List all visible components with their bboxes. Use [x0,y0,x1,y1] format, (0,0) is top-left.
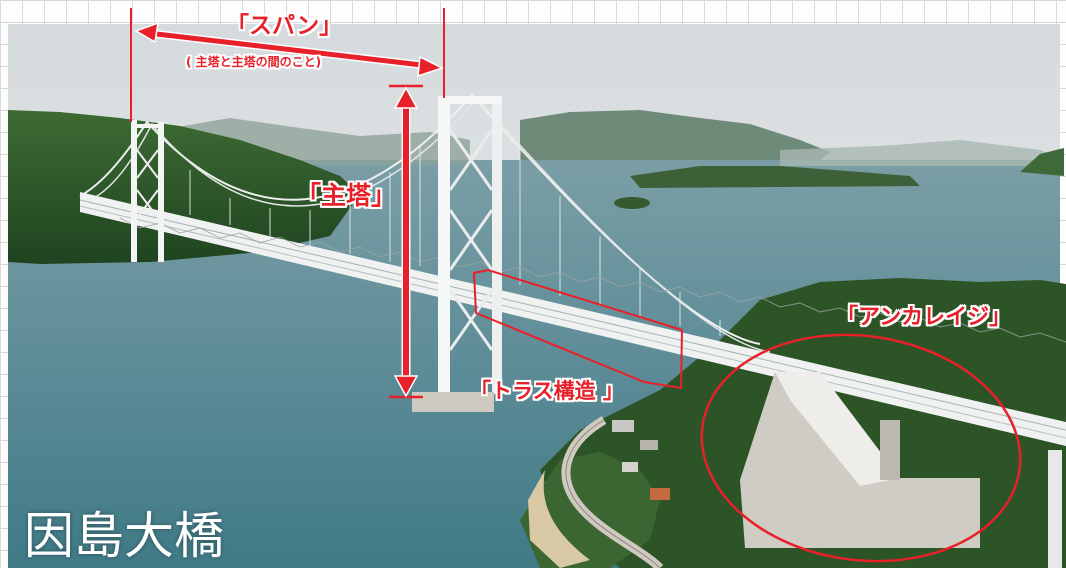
annotation-graphics [130,8,1022,563]
truss-highlight-box [472,268,684,390]
span-note-label: ( 主塔と主塔の間のこと) [186,55,322,69]
anchorage-label: 「アンカレイジ」 [836,305,1012,330]
tower-height-arrow [389,84,423,399]
bridge-title: 因島大橋 [24,507,224,565]
bridge [79,93,1066,568]
truss-label: 「トラス構造 」 [470,379,624,403]
span-label: 「スパン」 [226,13,343,39]
anchorage-highlight-ellipse [700,333,1022,563]
span-arrow [134,21,444,78]
tower-label: 「主塔」 [296,181,397,210]
